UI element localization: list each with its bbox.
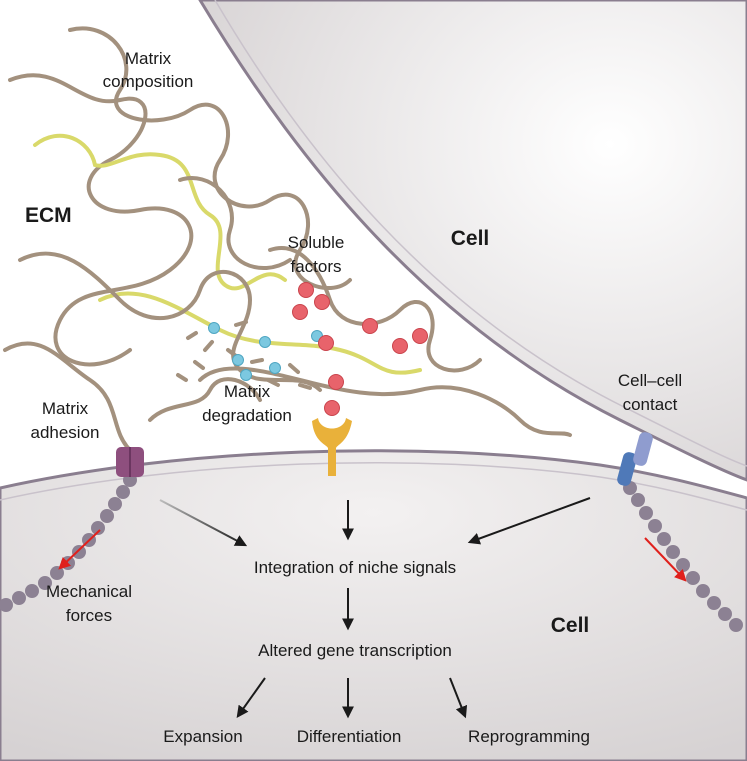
label-cell-contact-2: contact bbox=[623, 395, 678, 414]
force-arrow-left bbox=[58, 529, 101, 570]
labels: Matrix composition ECM Cell Soluble fact… bbox=[25, 49, 682, 746]
degradation-beads bbox=[208, 322, 323, 381]
label-soluble-1: Soluble bbox=[288, 233, 345, 252]
label-reprogramming: Reprogramming bbox=[468, 727, 590, 746]
label-soluble-2: factors bbox=[290, 257, 341, 276]
label-cell-contact-1: Cell–cell bbox=[618, 371, 682, 390]
ecm-fibers bbox=[3, 26, 572, 452]
label-integration: Integration of niche signals bbox=[254, 558, 456, 577]
bottom-cell bbox=[0, 449, 747, 761]
soluble-factors bbox=[292, 282, 428, 416]
label-altered: Altered gene transcription bbox=[258, 641, 452, 660]
cytoskeleton-right bbox=[623, 481, 743, 632]
arrow-adhesion bbox=[159, 499, 248, 547]
label-mechanical-2: forces bbox=[66, 606, 112, 625]
label-mechanical-1: Mechanical bbox=[46, 582, 132, 601]
degradation-fragments bbox=[176, 320, 312, 390]
label-matrix-degradation-1: Matrix bbox=[224, 382, 271, 401]
label-matrix-adhesion-2: adhesion bbox=[30, 423, 99, 442]
label-matrix-degradation-2: degradation bbox=[202, 406, 292, 425]
label-expansion: Expansion bbox=[163, 727, 242, 746]
top-cell bbox=[198, 0, 747, 482]
label-cell-top: Cell bbox=[451, 227, 490, 250]
arrow-contact bbox=[467, 497, 591, 545]
label-differentiation: Differentiation bbox=[297, 727, 402, 746]
arrow-reprogramming bbox=[449, 677, 468, 719]
label-ecm: ECM bbox=[25, 204, 72, 227]
signal-arrows bbox=[58, 497, 687, 719]
soluble-factor-receptor bbox=[312, 418, 352, 476]
label-cell-bottom: Cell bbox=[551, 614, 590, 637]
label-matrix-composition-2: composition bbox=[103, 72, 194, 91]
matrix-adhesion-receptor bbox=[116, 447, 144, 477]
label-matrix-adhesion-1: Matrix bbox=[42, 399, 89, 418]
force-arrow-right bbox=[644, 537, 687, 582]
arrow-expansion bbox=[236, 677, 266, 718]
label-matrix-composition-1: Matrix bbox=[125, 49, 172, 68]
cell-contact-receptors bbox=[617, 432, 653, 486]
